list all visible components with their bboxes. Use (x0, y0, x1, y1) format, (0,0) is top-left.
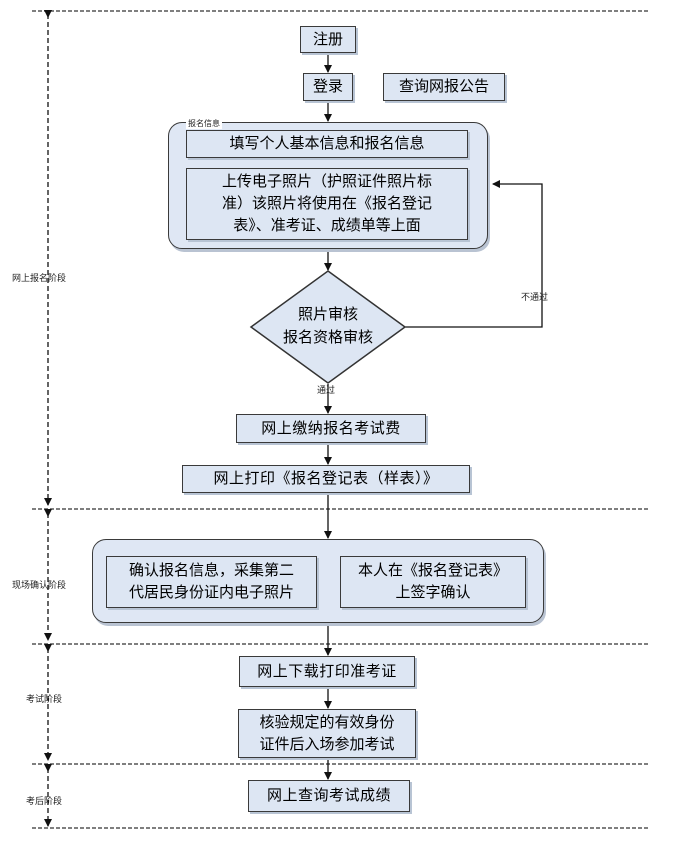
stage-label-after: 考后阶段 (26, 797, 63, 807)
edge-label-pass: 通过 (317, 386, 336, 396)
query-score-box: 网上查询考试成绩 (248, 780, 410, 812)
download-ticket-box: 网上下载打印准考证 (239, 656, 415, 687)
upload-photo-line-3: 表》、准考证、成绩单等上面 (233, 215, 421, 234)
pay-fee-box: 网上缴纳报名考试费 (236, 414, 426, 443)
group-label: 报名信息 (186, 118, 222, 129)
upload-photo-line-1: 上传电子照片（护照证件照片标 (221, 172, 432, 191)
review-decision-diamond (249, 270, 407, 384)
edge-label-fail: 不通过 (521, 293, 549, 303)
sign-line-1: 本人在《报名登记表》 (357, 561, 508, 580)
confirm-line-2: 代居民身份证内电子照片 (128, 583, 294, 601)
query-notice-box: 查询网报公告 (383, 73, 505, 101)
confirm-info-box: 确认报名信息，采集第二 代居民身份证内电子照片 (106, 556, 317, 608)
stage-label-exam: 考试阶段 (26, 695, 63, 705)
upload-photo-line-2: 准）该照片将使用在《报名登记 (221, 194, 432, 213)
confirm-line-1: 确认报名信息，采集第二 (128, 561, 294, 580)
review-line-1: 照片审核 (297, 305, 358, 323)
login-box: 登录 (303, 73, 353, 101)
verify-line-2: 证件后入场参加考试 (259, 734, 395, 753)
stage-label-online: 网上报名阶段 (12, 274, 67, 284)
fill-info-box: 填写个人基本信息和报名信息 (186, 130, 468, 158)
stage-label-onsite: 现场确认阶段 (12, 581, 67, 591)
print-form-box: 网上打印《报名登记表（样表）》 (182, 465, 470, 493)
sign-line-2: 上签字确认 (395, 583, 471, 601)
verify-id-box: 核验规定的有效身份 证件后入场参加考试 (238, 709, 416, 758)
arrow-fail-loop (405, 180, 543, 328)
review-decision-text: 照片审核 报名资格审核 (258, 303, 398, 348)
register-box: 注册 (300, 26, 356, 53)
upload-photo-box: 上传电子照片（护照证件照片标 准）该照片将使用在《报名登记 表》、准考证、成绩单… (186, 168, 468, 240)
verify-line-1: 核验规定的有效身份 (259, 712, 395, 731)
sign-confirm-box: 本人在《报名登记表》 上签字确认 (340, 556, 526, 608)
review-line-2: 报名资格审核 (282, 327, 373, 346)
